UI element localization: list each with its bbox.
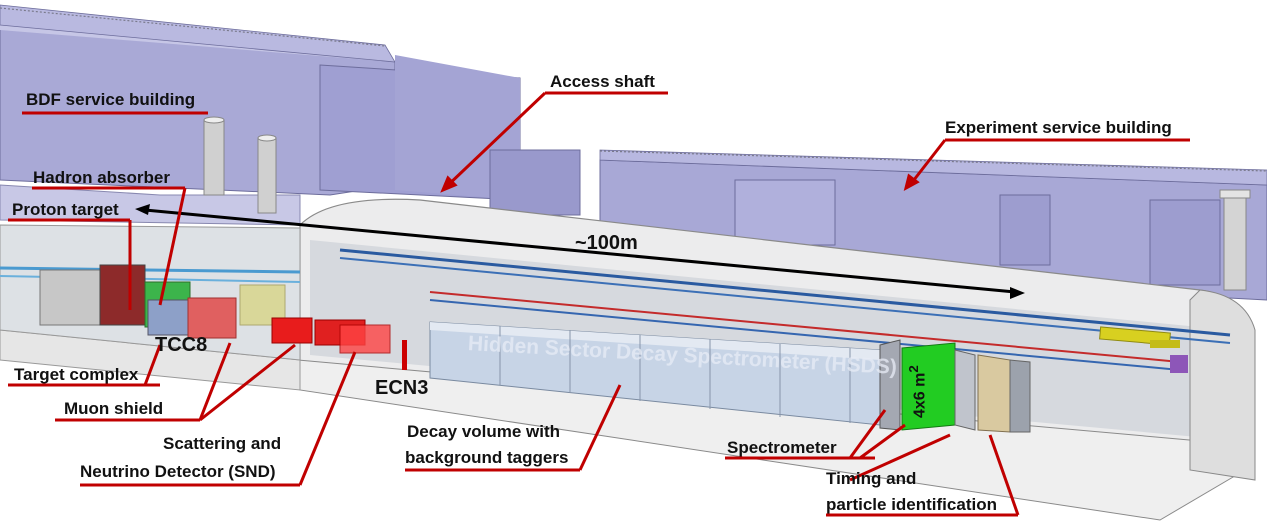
label-timing-line2: particle identification [826, 495, 997, 514]
label-access-shaft: Access shaft [550, 72, 655, 91]
spectrometer-block [879, 339, 1031, 433]
label-hadron-absorber: Hadron absorber [33, 168, 170, 187]
distance-arrow-icon [135, 204, 1025, 299]
decay-volume [429, 321, 881, 426]
label-area-exp: 2 [906, 365, 921, 373]
label-muon-shield: Muon shield [64, 399, 164, 418]
label-tcc8: TCC8 [155, 334, 208, 356]
label-target-complex: Target complex [14, 365, 139, 384]
label-decay-line2: background taggers [405, 448, 569, 467]
label-bdf-service-building: BDF service building [26, 90, 196, 109]
label-spectrometer: Spectrometer [727, 438, 837, 457]
beamline-infrastructure [0, 248, 1231, 373]
label-decay-line1: Decay volume with [407, 422, 561, 441]
snd-block [314, 319, 407, 370]
label-snd-line2: Neutrino Detector (SND) [80, 462, 276, 481]
label-distance: ~100m [575, 232, 638, 254]
leader-line-icon [8, 91, 1190, 517]
label-area-base: 4x6 m [911, 372, 929, 418]
label-experiment-service-building: Experiment service building [945, 118, 1172, 137]
label-snd-line1: Scattering and [163, 434, 282, 453]
label-timing-line1: Timing and [826, 469, 917, 488]
label-ecn3: ECN3 [375, 377, 429, 399]
target-complex-block [39, 264, 191, 336]
bdf-service-building [0, 4, 581, 226]
label-proton-target: Proton target [12, 200, 119, 219]
label-detector-area: 4x6 m2 [906, 365, 929, 418]
muon-shield-block [187, 284, 313, 344]
